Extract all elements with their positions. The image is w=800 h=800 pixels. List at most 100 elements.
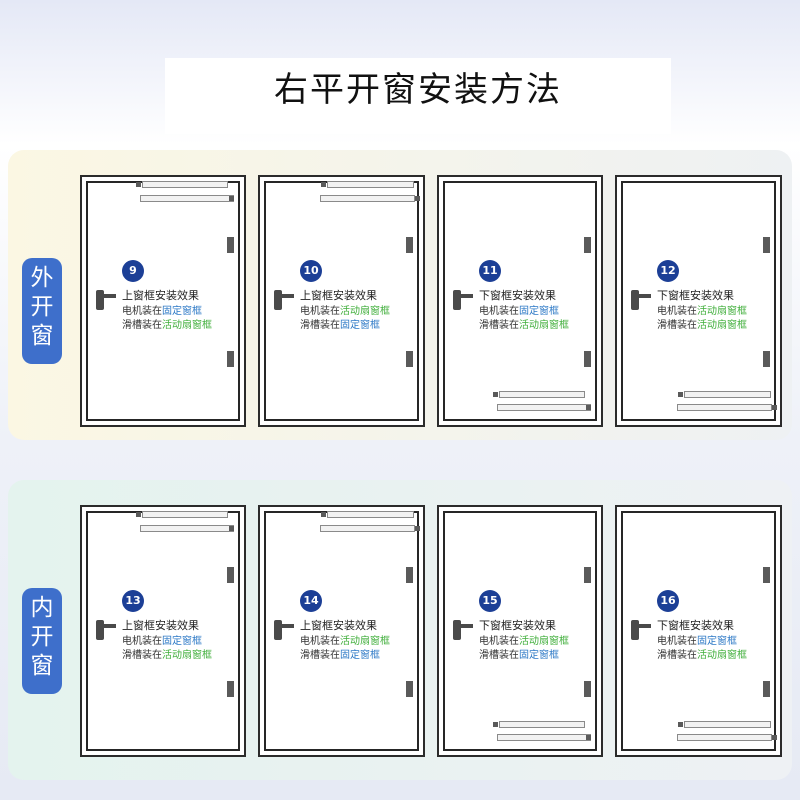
- rail-bracket: [493, 722, 498, 727]
- motor-location-target: 活动扇窗框: [340, 306, 390, 317]
- window-handle: [631, 620, 639, 640]
- slide-location-text: 滑槽装在活动扇窗框: [122, 316, 212, 331]
- install-heading: 下窗框安装效果: [657, 619, 734, 632]
- motor-location-text: 电机装在固定窗框: [657, 632, 737, 647]
- window-handle: [453, 620, 461, 640]
- step-number-badge: 15: [479, 590, 501, 612]
- window-handle-lever: [637, 294, 651, 298]
- step-number-badge: 16: [657, 590, 679, 612]
- motor-location-prefix: 电机装在: [479, 636, 519, 647]
- slide-location-prefix: 滑槽装在: [122, 320, 162, 331]
- slide-location-text: 滑槽装在活动扇窗框: [657, 316, 747, 331]
- opener-motor-rail: [684, 391, 771, 398]
- motor-location-text: 电机装在活动扇窗框: [479, 632, 569, 647]
- motor-location-target: 固定窗框: [162, 306, 202, 317]
- install-heading: 下窗框安装效果: [479, 289, 556, 302]
- inward-window-label: 内开窗: [22, 588, 62, 694]
- window-sash: [264, 511, 419, 751]
- opener-slide-rail: [497, 734, 591, 741]
- window-handle: [96, 620, 104, 640]
- opener-slide-rail: [320, 195, 415, 202]
- window-sash: [443, 181, 597, 421]
- hinge: [406, 681, 413, 697]
- slide-location-target: 活动扇窗框: [519, 320, 569, 331]
- rail-bracket: [321, 182, 326, 187]
- install-heading: 上窗框安装效果: [300, 289, 377, 302]
- window-sash: [264, 181, 419, 421]
- slide-location-prefix: 滑槽装在: [300, 650, 340, 661]
- hinge: [406, 237, 413, 253]
- motor-location-text: 电机装在活动扇窗框: [657, 302, 747, 317]
- step-number-badge: 14: [300, 590, 322, 612]
- rail-bracket: [493, 392, 498, 397]
- hinge: [584, 681, 591, 697]
- hinge: [584, 351, 591, 367]
- opener-motor-rail: [499, 721, 585, 728]
- window-handle-lever: [102, 624, 116, 628]
- step-number-badge: 13: [122, 590, 144, 612]
- motor-location-prefix: 电机装在: [300, 636, 340, 647]
- hinge: [584, 567, 591, 583]
- opener-motor-rail: [142, 511, 228, 518]
- motor-location-prefix: 电机装在: [657, 306, 697, 317]
- slide-location-target: 活动扇窗框: [697, 320, 747, 331]
- window-handle: [96, 290, 104, 310]
- install-heading: 上窗框安装效果: [300, 619, 377, 632]
- rail-bracket: [586, 405, 591, 410]
- motor-location-target: 固定窗框: [519, 306, 559, 317]
- slide-location-text: 滑槽装在固定窗框: [300, 646, 380, 661]
- hinge: [763, 567, 770, 583]
- slide-location-text: 滑槽装在活动扇窗框: [479, 316, 569, 331]
- opener-motor-rail: [327, 511, 414, 518]
- window-handle-lever: [280, 294, 294, 298]
- motor-location-prefix: 电机装在: [300, 306, 340, 317]
- slide-location-prefix: 滑槽装在: [657, 320, 697, 331]
- step-number-badge: 11: [479, 260, 501, 282]
- opener-motor-rail: [327, 181, 414, 188]
- motor-location-prefix: 电机装在: [479, 306, 519, 317]
- motor-location-target: 活动扇窗框: [340, 636, 390, 647]
- install-heading: 下窗框安装效果: [479, 619, 556, 632]
- opener-motor-rail: [142, 181, 228, 188]
- window-handle-lever: [637, 624, 651, 628]
- slide-location-target: 活动扇窗框: [697, 650, 747, 661]
- slide-location-target: 固定窗框: [340, 650, 380, 661]
- hinge: [227, 237, 234, 253]
- slide-location-target: 活动扇窗框: [162, 650, 212, 661]
- opener-slide-rail: [497, 404, 591, 411]
- rail-bracket: [586, 735, 591, 740]
- motor-location-text: 电机装在固定窗框: [479, 302, 559, 317]
- slide-location-text: 滑槽装在固定窗框: [479, 646, 559, 661]
- window-sash: [621, 181, 776, 421]
- rail-bracket: [415, 526, 420, 531]
- slide-location-prefix: 滑槽装在: [479, 650, 519, 661]
- opener-slide-rail: [677, 734, 772, 741]
- page-title: 右平开窗安装方法: [165, 58, 671, 134]
- window-sash: [86, 511, 240, 751]
- motor-location-target: 活动扇窗框: [519, 636, 569, 647]
- outward-window-label: 外开窗: [22, 258, 62, 364]
- hinge: [406, 351, 413, 367]
- window-handle-lever: [459, 294, 473, 298]
- rail-bracket: [772, 405, 777, 410]
- slide-location-target: 固定窗框: [519, 650, 559, 661]
- slide-location-text: 滑槽装在活动扇窗框: [657, 646, 747, 661]
- hinge: [584, 237, 591, 253]
- window-handle-lever: [280, 624, 294, 628]
- install-heading: 上窗框安装效果: [122, 619, 199, 632]
- slide-location-text: 滑槽装在固定窗框: [300, 316, 380, 331]
- window-sash: [86, 181, 240, 421]
- slide-location-prefix: 滑槽装在: [479, 320, 519, 331]
- hinge: [763, 351, 770, 367]
- rail-bracket: [229, 526, 234, 531]
- hinge: [227, 681, 234, 697]
- motor-location-text: 电机装在活动扇窗框: [300, 302, 390, 317]
- hinge: [227, 567, 234, 583]
- opener-slide-rail: [140, 195, 234, 202]
- rail-bracket: [678, 722, 683, 727]
- rail-bracket: [678, 392, 683, 397]
